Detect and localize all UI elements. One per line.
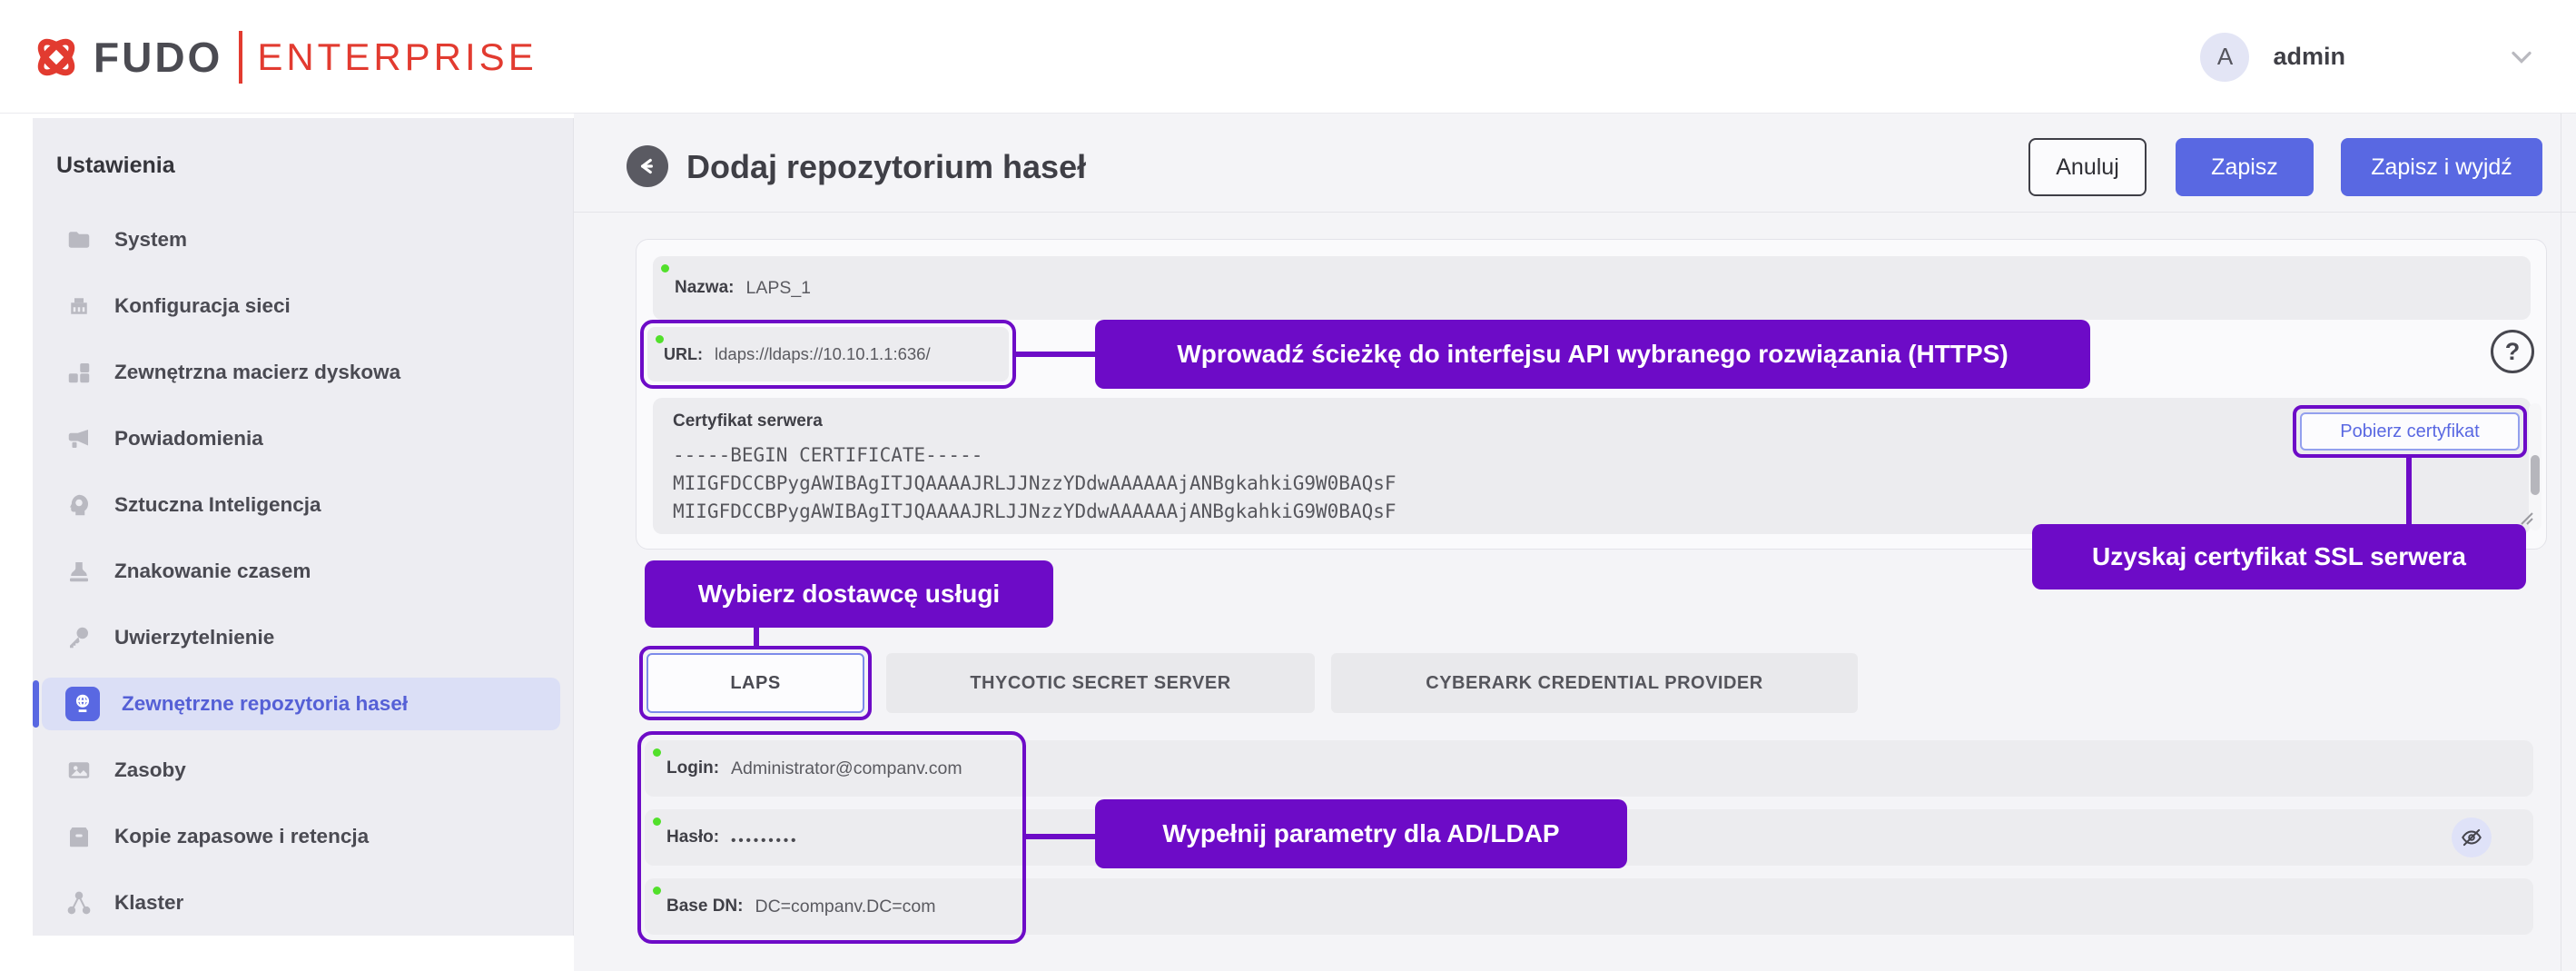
valid-dot — [656, 335, 664, 343]
tab-thycotic-secret-server[interactable]: THYCOTIC SECRET SERVER — [886, 653, 1315, 713]
url-value: ldaps://ldaps://10.10.1.1:636/ — [715, 344, 931, 363]
sidebar-item-label: Sztuczna Inteligencja — [114, 493, 321, 516]
sidebar-item-system[interactable]: System — [33, 213, 573, 266]
certificate-scrollbar[interactable] — [2529, 403, 2541, 530]
resize-handle-icon[interactable] — [2514, 506, 2536, 528]
brand-divider — [239, 31, 243, 84]
sidebar-item-authentication[interactable]: Uwierzytelnienie — [33, 611, 573, 664]
certificate-text[interactable]: -----BEGIN CERTIFICATE-----MIIGFDCCBPygA… — [673, 444, 1397, 522]
user-menu[interactable]: A admin — [2200, 0, 2538, 114]
url-hint-callout: Wprowadź ścieżkę do interfejsu API wybra… — [1095, 320, 2090, 389]
ai-icon — [70, 494, 88, 516]
megaphone-icon — [68, 430, 88, 448]
sidebar-item-network[interactable]: Konfiguracja sieci — [33, 280, 573, 332]
sidebar-item-label: Uwierzytelnienie — [114, 626, 275, 649]
cert-hint-connector — [2406, 457, 2412, 524]
tab-laps[interactable]: LAPS — [646, 653, 864, 713]
storage-icon — [68, 363, 90, 383]
brand-name: FUDO — [94, 34, 223, 81]
key-icon — [70, 627, 88, 649]
sidebar-item-resources[interactable]: Zasoby — [33, 744, 573, 797]
sidebar-item-storage[interactable]: Zewnętrzna macierz dyskowa — [33, 346, 573, 399]
params-hint-callout: Wypełnij parametry dla AD/LDAP — [1095, 799, 1627, 868]
backup-icon — [70, 827, 88, 847]
avatar: A — [2200, 32, 2250, 82]
name-value: LAPS_1 — [745, 277, 812, 298]
save-and-exit-button[interactable]: Zapisz i wyjdź — [2341, 138, 2542, 196]
sidebar-item-label: Konfiguracja sieci — [114, 294, 291, 317]
name-field[interactable]: Nazwa: LAPS_1 — [653, 256, 2531, 320]
password-value: ••••••••• — [731, 832, 799, 848]
sidebar-item-cluster[interactable]: Klaster — [33, 877, 573, 929]
sidebar-item-password-repositories[interactable]: Zewnętrzne repozytoria haseł — [33, 678, 560, 730]
sidebar-item-label: Znakowanie czasem — [114, 560, 311, 582]
sidebar-item-timestamping[interactable]: Znakowanie czasem — [33, 545, 573, 598]
certificate-scrollbar-thumb[interactable] — [2531, 455, 2540, 495]
name-label: Nazwa: — [675, 278, 735, 297]
network-icon — [71, 298, 87, 314]
stamp-icon — [70, 562, 88, 582]
url-hint-connector — [1015, 352, 1095, 357]
repository-form-panel: Nazwa: LAPS_1 URL: ldaps://ldaps://10.10… — [636, 239, 2547, 550]
resources-icon — [68, 762, 90, 778]
valid-dot — [661, 264, 669, 272]
url-annotation-ring — [640, 320, 1016, 389]
header-divider — [574, 212, 2576, 213]
sidebar-item-label: Powiadomienia — [114, 427, 263, 450]
download-certificate-button[interactable]: Pobierz certyfikat — [2300, 412, 2520, 451]
sidebar-item-ai[interactable]: Sztuczna Inteligencja — [33, 479, 573, 531]
toggle-password-visibility[interactable] — [2452, 817, 2492, 857]
valid-dot — [653, 748, 661, 757]
valid-dot — [653, 817, 661, 826]
active-indicator — [33, 680, 39, 728]
topbar: FUDO ENTERPRISE A admin — [0, 0, 2576, 114]
params-hint-connector — [1026, 834, 1095, 839]
url-field[interactable]: URL: ldaps://ldaps://10.10.1.1:636/ — [647, 327, 1009, 381]
provider-hint-callout: Wybierz dostawcę usługi — [645, 560, 1053, 628]
folder-icon — [68, 232, 90, 248]
provider-hint-connector — [754, 628, 759, 649]
passport-icon — [65, 687, 100, 721]
sidebar-header: Ustawienia — [56, 153, 175, 178]
login-value: Administrator@companv.com — [731, 758, 962, 778]
sidebar-item-label: Zewnętrzna macierz dyskowa — [114, 361, 401, 383]
server-certificate-field[interactable]: Certyfikat serwera -----BEGIN CERTIFICAT… — [653, 398, 2541, 534]
certificate-label: Certyfikat serwera — [673, 411, 823, 431]
download-cert-annotation-ring — [2293, 405, 2527, 458]
cancel-button[interactable]: Anuluj — [2028, 138, 2147, 196]
cert-hint-callout: Uzyskaj certyfikat SSL serwera — [2032, 524, 2526, 590]
url-label: URL: — [664, 344, 703, 363]
login-field[interactable]: Login: Administrator@companv.com — [645, 740, 2533, 797]
help-icon[interactable]: ? — [2491, 330, 2534, 373]
sidebar-item-label: Zewnętrzne repozytoria haseł — [122, 692, 409, 715]
page-title: Dodaj repozytorium haseł — [686, 148, 1087, 185]
sidebar-item-label: Zasoby — [114, 758, 186, 781]
base-dn-label: Base DN: — [666, 897, 744, 916]
fudo-knot-icon — [37, 38, 75, 76]
password-label: Hasło: — [666, 827, 720, 847]
brand-logo: FUDO ENTERPRISE — [30, 27, 538, 87]
tab-cyberark-credential-provider[interactable]: CYBERARK CREDENTIAL PROVIDER — [1331, 653, 1858, 713]
sidebar-item-label: System — [114, 228, 188, 251]
cluster-icon — [67, 891, 91, 915]
base-dn-value: DC=companv.DC=com — [755, 896, 936, 917]
base-dn-field[interactable]: Base DN: DC=companv.DC=com — [645, 878, 2533, 935]
valid-dot — [653, 887, 661, 895]
sidebar-item-label: Klaster — [114, 891, 184, 914]
chevron-down-icon[interactable] — [2505, 41, 2538, 74]
save-button[interactable]: Zapisz — [2176, 138, 2314, 196]
user-name: admin — [2273, 43, 2345, 70]
sidebar-item-notifications[interactable]: Powiadomienia — [33, 412, 573, 465]
sidebar-item-label: Kopie zapasowe i retencja — [114, 825, 370, 847]
login-label: Login: — [666, 758, 720, 778]
brand-suffix: ENTERPRISE — [257, 35, 538, 78]
sidebar: Ustawienia System Konfiguracja sieci Zew… — [33, 118, 574, 936]
sidebar-item-backups[interactable]: Kopie zapasowe i retencja — [33, 810, 573, 863]
back-button[interactable] — [627, 145, 668, 187]
main-content: Dodaj repozytorium haseł Anuluj Zapisz Z… — [574, 114, 2576, 971]
